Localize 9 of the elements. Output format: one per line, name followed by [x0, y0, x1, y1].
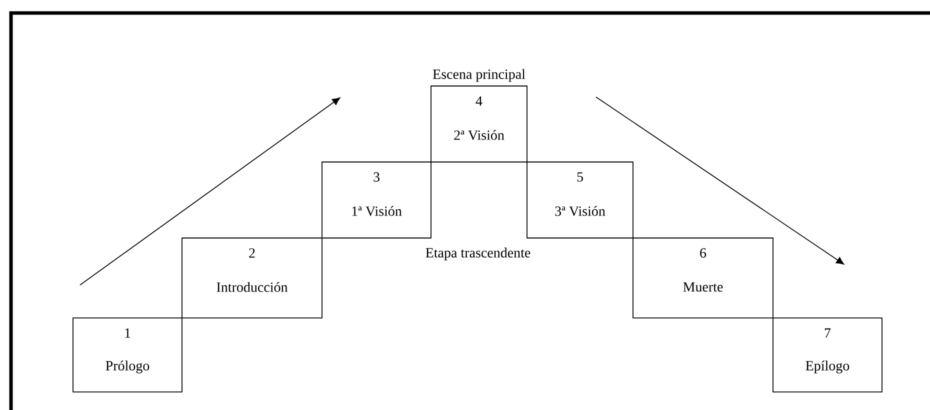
stage-label: Etapa trascendente [426, 248, 530, 260]
stage-box: 4 2ª Visión [430, 86, 528, 162]
stage-box: 5 3ª Visión [526, 162, 634, 238]
stage-box: 7 Epílogo [772, 318, 882, 392]
stage-box: 6 Muerte [632, 238, 774, 318]
stage-box: 1 Prólogo [72, 318, 182, 392]
heading-label: Escena principal [432, 69, 526, 82]
stage-box: 2 Introducción [182, 238, 322, 318]
stage-box: 3 1ª Visión [322, 162, 432, 238]
